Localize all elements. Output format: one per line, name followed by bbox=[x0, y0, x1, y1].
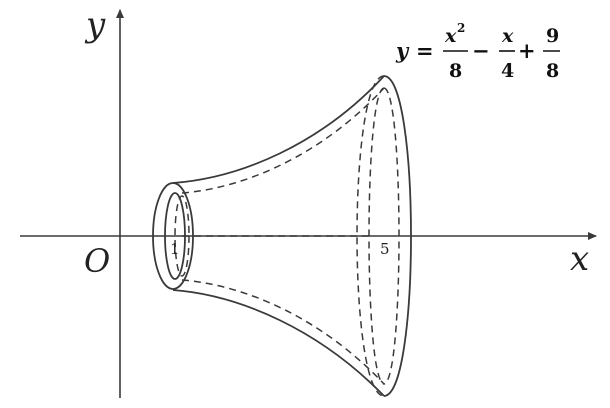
tick-label-5: 5 bbox=[380, 240, 390, 258]
right-inner-back-ellipse bbox=[368, 87, 385, 385]
term1-denominator: 8 bbox=[449, 60, 462, 82]
right-outer-half-ellipse bbox=[383, 75, 412, 397]
term2-denominator: 4 bbox=[501, 60, 514, 82]
origin-label: O bbox=[84, 242, 110, 280]
equation-equals: = bbox=[416, 38, 434, 63]
tick-label-1: 1 bbox=[170, 240, 180, 258]
term1-exponent: 2 bbox=[457, 21, 465, 35]
y-axis-label: y bbox=[84, 5, 106, 45]
term2-numerator: x bbox=[501, 25, 514, 47]
left-hidden-ellipse bbox=[174, 195, 190, 277]
term1-numerator: x bbox=[444, 25, 457, 47]
equation-y: y bbox=[395, 38, 410, 63]
upper-inner-curve bbox=[181, 87, 385, 194]
left-outer-ellipse bbox=[152, 182, 194, 290]
term3-denominator: 8 bbox=[546, 60, 559, 82]
term3-numerator: 9 bbox=[546, 25, 559, 47]
upper-boundary-curve bbox=[172, 75, 385, 184]
left-inner-ellipse bbox=[164, 192, 186, 280]
equation-minus: − bbox=[472, 38, 490, 63]
right-inner-front-ellipse bbox=[383, 87, 400, 385]
equation-plus: + bbox=[518, 38, 536, 63]
lower-boundary-curve bbox=[172, 289, 385, 397]
curve-equation: y = x 2 8 − x 4 + 9 8 bbox=[395, 21, 560, 82]
lower-inner-curve bbox=[181, 279, 385, 385]
x-axis-label: x bbox=[570, 239, 589, 279]
